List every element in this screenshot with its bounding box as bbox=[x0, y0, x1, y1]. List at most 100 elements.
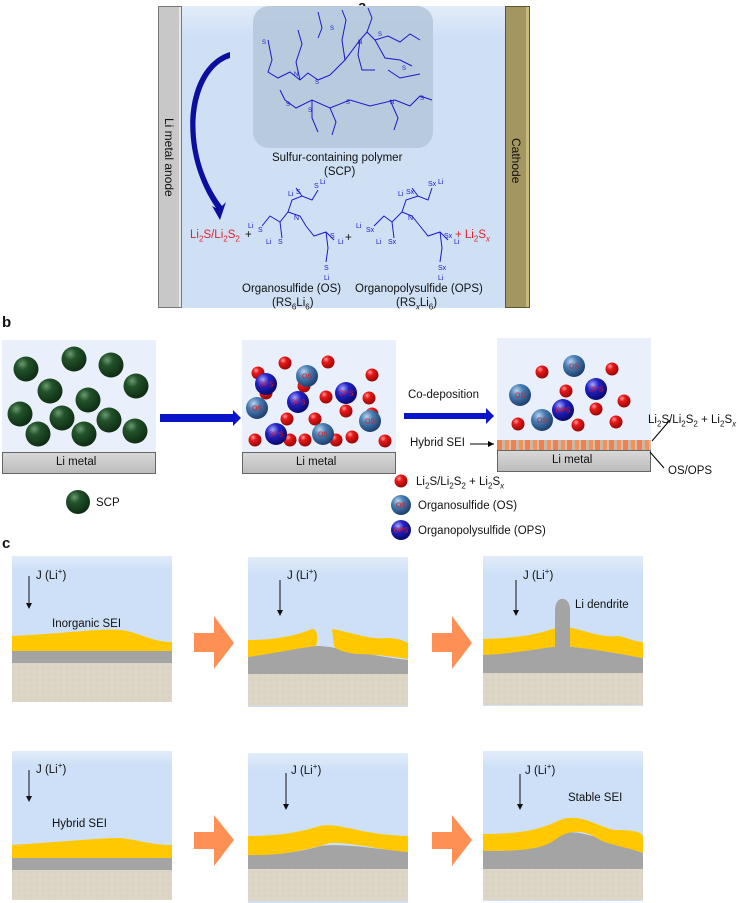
inorganic-particle bbox=[589, 402, 603, 416]
ops-particle-label: OPS bbox=[259, 382, 274, 389]
ops-name: Organopolysulfide (OPS) bbox=[355, 283, 483, 295]
sei-right bbox=[567, 627, 643, 658]
os-particle-label: OS bbox=[569, 364, 579, 371]
os-particle-label: OS bbox=[365, 419, 375, 426]
svg-text:Li: Li bbox=[398, 191, 404, 198]
flux-label-bottom-1: J (Li+) bbox=[36, 761, 67, 776]
transition-arrow-top-1 bbox=[194, 616, 234, 669]
inorganic-particle bbox=[571, 418, 585, 432]
inorganic-product-1: Li2S/Li2S2 bbox=[190, 229, 240, 244]
svg-text:Li: Li bbox=[454, 239, 460, 246]
bottom-stage3-cell bbox=[483, 751, 643, 901]
svg-text:N: N bbox=[408, 215, 413, 222]
scp-particle bbox=[7, 401, 33, 427]
legend-os-icon-label: OS bbox=[396, 503, 406, 510]
bottom-stage1-cell bbox=[12, 751, 172, 900]
scp-particle bbox=[71, 421, 97, 447]
svg-text:S: S bbox=[286, 102, 290, 108]
svg-text:Li: Li bbox=[324, 275, 330, 282]
panel-b-stage1-li-metal-label: Li metal bbox=[56, 456, 97, 468]
legend-os-icon bbox=[391, 495, 411, 515]
polymer-abbr: (SCP) bbox=[324, 166, 356, 178]
flux-arrows bbox=[28, 576, 521, 806]
cracked-sei-left bbox=[248, 628, 318, 657]
svg-text:S: S bbox=[378, 32, 382, 38]
legend-os-label: Organosulfide (OS) bbox=[418, 500, 518, 512]
legend-ops-icon-label: OPS bbox=[394, 528, 409, 535]
li-dendrite bbox=[555, 598, 570, 648]
inorganic-product-2: + Li2Sx bbox=[455, 229, 491, 244]
legend-ops-icon bbox=[391, 520, 411, 540]
inorganic-particle bbox=[609, 415, 623, 429]
scp-particle bbox=[25, 421, 51, 447]
cracked-sei-right bbox=[332, 629, 408, 659]
svg-text:Li: Li bbox=[356, 223, 362, 230]
legend-ops-label: Organopolysulfide (OPS) bbox=[418, 525, 546, 537]
svg-text:Li: Li bbox=[438, 179, 444, 186]
os-particle-label: OS bbox=[252, 406, 262, 413]
svg-text:S: S bbox=[278, 239, 283, 246]
svg-text:Sx: Sx bbox=[438, 265, 447, 272]
scp-particle bbox=[37, 378, 63, 404]
ops-particle-label: OPS bbox=[589, 387, 604, 394]
lithium-layer bbox=[483, 646, 643, 673]
inorganic-particle bbox=[605, 362, 619, 376]
co-deposition-arrow bbox=[404, 408, 494, 424]
svg-text:S: S bbox=[330, 26, 334, 32]
stable-sei-layer bbox=[483, 817, 643, 853]
scp-particle bbox=[98, 352, 124, 378]
plus-sign-2: + bbox=[345, 232, 352, 244]
os-particle-label: OS bbox=[537, 418, 547, 425]
svg-text:Li: Li bbox=[320, 179, 326, 186]
top-stage3-cell bbox=[483, 556, 643, 706]
cathode bbox=[505, 6, 530, 308]
scp-molecular-structure bbox=[267, 7, 433, 136]
os-particle bbox=[296, 365, 318, 387]
panel-b-label: b bbox=[2, 314, 12, 331]
scp-particle bbox=[61, 346, 87, 372]
svg-text:N: N bbox=[390, 100, 394, 106]
svg-text:S: S bbox=[315, 80, 319, 86]
os-particle-label: OS bbox=[318, 432, 328, 439]
svg-text:Li: Li bbox=[438, 275, 444, 282]
bottom-stage2-cell bbox=[248, 753, 408, 903]
svg-text:N: N bbox=[294, 215, 299, 222]
flux-label-bottom-3: J (Li+) bbox=[525, 762, 556, 777]
panel-b-stage2-li-metal-label: Li metal bbox=[296, 456, 337, 468]
top-stage2-cell bbox=[248, 557, 408, 707]
arrow-to-stage2 bbox=[160, 410, 241, 426]
flux-label-top-1: J (Li+) bbox=[36, 567, 67, 582]
ops-particle bbox=[287, 391, 309, 413]
ops-particle-label: OPS bbox=[269, 432, 284, 439]
svg-text:Li: Li bbox=[376, 239, 382, 246]
os-particle-label: OS bbox=[515, 393, 525, 400]
scp-particle bbox=[122, 418, 148, 444]
transition-arrow-bottom-1 bbox=[194, 815, 234, 866]
legend-scp-label: SCP bbox=[96, 497, 120, 509]
li-dendrite-label: Li dendrite bbox=[575, 599, 629, 611]
scp-particle bbox=[13, 356, 39, 382]
li-metal-anode bbox=[158, 6, 182, 308]
scp-particle bbox=[123, 373, 149, 399]
svg-text:S: S bbox=[296, 189, 301, 196]
inorganic-particle bbox=[365, 368, 379, 382]
lithium-bump bbox=[248, 646, 408, 674]
svg-text:S: S bbox=[330, 233, 335, 240]
hybrid-sei-layer bbox=[497, 440, 651, 450]
os-particle bbox=[246, 397, 268, 419]
svg-text:S: S bbox=[420, 96, 424, 102]
sei-left bbox=[483, 627, 560, 655]
svg-text:Sx: Sx bbox=[388, 239, 397, 246]
ops-particle bbox=[585, 378, 607, 400]
os-particle bbox=[563, 355, 585, 377]
os-name: Organosulfide (OS) bbox=[242, 283, 342, 295]
os-particle bbox=[509, 384, 531, 406]
right-annotation-os-ops: OS/OPS bbox=[668, 465, 713, 477]
inorganic-particle bbox=[362, 391, 376, 405]
svg-text:Sx: Sx bbox=[406, 189, 415, 196]
flux-label-top-3: J (Li+) bbox=[523, 567, 554, 582]
panel-c-label: c bbox=[2, 535, 11, 552]
svg-text:Sx: Sx bbox=[444, 233, 453, 240]
